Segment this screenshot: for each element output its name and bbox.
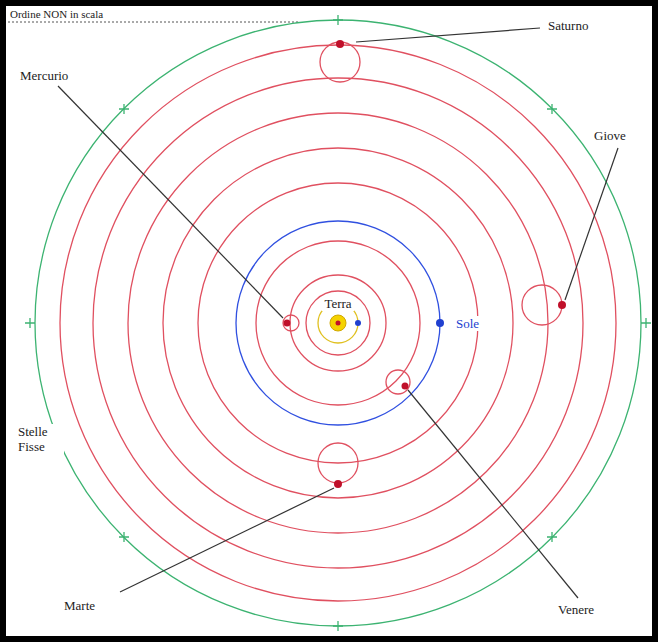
planet-label: Venere xyxy=(556,602,596,617)
mars-epicycle xyxy=(318,443,358,483)
diagram-title: Ordine NON in scala xyxy=(8,8,105,21)
leader-lines xyxy=(58,28,618,598)
jupiter-deferent xyxy=(128,113,548,533)
sun-orbit xyxy=(236,221,440,425)
fixed-stars-sphere xyxy=(35,20,641,626)
orbit xyxy=(93,78,583,568)
planet-label: Terra xyxy=(322,296,353,311)
leader-line xyxy=(356,28,540,42)
venus-deferent xyxy=(256,241,420,405)
orbit xyxy=(306,291,370,355)
venus-epicycle xyxy=(386,370,410,394)
moon-dot xyxy=(355,320,361,326)
mercury-deferent xyxy=(290,275,386,371)
leader-line xyxy=(565,148,618,300)
planet-label: Marte xyxy=(62,598,97,613)
saturn-dot xyxy=(336,40,344,48)
mars-deferent xyxy=(198,183,478,463)
paper xyxy=(6,6,652,636)
leader-line xyxy=(120,488,334,592)
saturn-deferent xyxy=(60,45,616,601)
jupiter-dot xyxy=(558,301,566,309)
venus-dot xyxy=(402,383,409,390)
leader-line xyxy=(58,86,283,318)
leader-line xyxy=(408,390,578,598)
planet-label: Saturno xyxy=(546,18,590,33)
sun-dot xyxy=(436,319,444,327)
orbit xyxy=(163,148,513,498)
mercury-dot xyxy=(284,320,291,327)
planet-label: Stelle Fisse xyxy=(16,424,64,454)
star-cross xyxy=(25,15,651,631)
epicycles xyxy=(283,42,562,483)
mercury-epicycle xyxy=(283,315,299,331)
star-marks xyxy=(25,15,651,631)
mars-dot xyxy=(334,480,342,488)
planets xyxy=(284,40,567,488)
jupiter-epicycle xyxy=(522,285,562,325)
orbits xyxy=(35,20,641,626)
planet-label: Mercurio xyxy=(18,68,70,83)
planet-label: Giove xyxy=(592,128,628,143)
title-rule xyxy=(8,22,300,23)
earth xyxy=(330,315,346,331)
earth-core xyxy=(336,321,341,326)
planet-label: Sole xyxy=(454,316,481,331)
